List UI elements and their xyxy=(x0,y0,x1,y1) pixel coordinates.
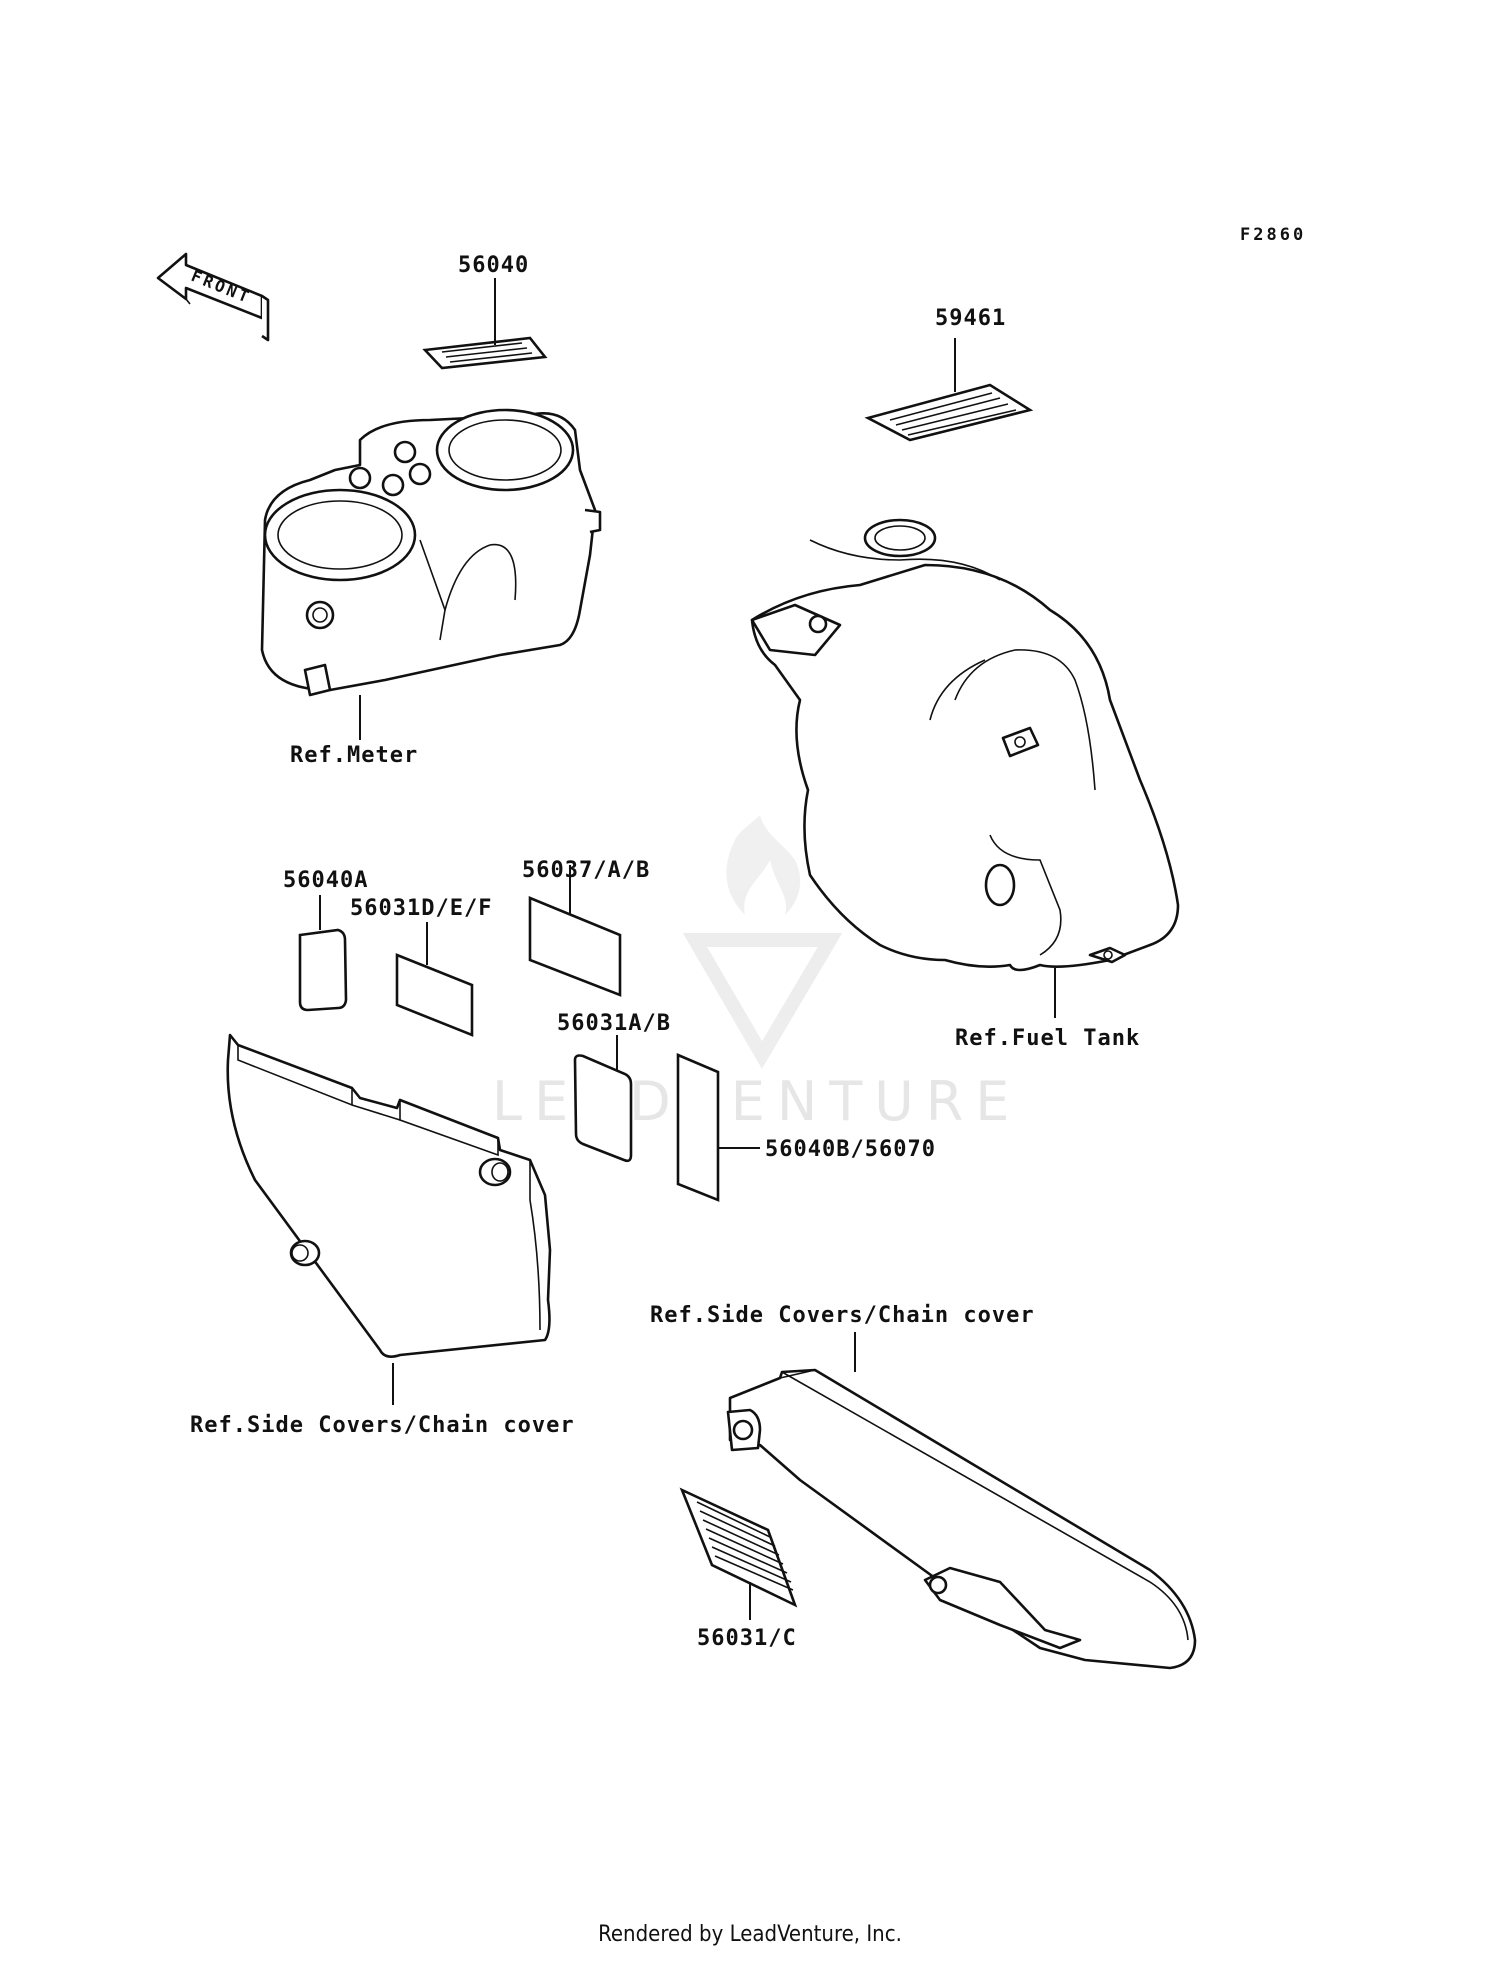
chain-cover xyxy=(726,1368,1197,1670)
fuel-tank xyxy=(750,518,1180,972)
figure-code: F2860 xyxy=(1240,225,1306,245)
meter-assembly xyxy=(260,408,602,697)
decal-56031DEF xyxy=(395,953,474,1037)
label-56040B-56070: 56040B/56070 xyxy=(765,1137,936,1162)
decal-56040 xyxy=(422,336,548,370)
decal-56037AB xyxy=(528,896,622,997)
decal-56040A xyxy=(298,928,348,1012)
label-59461: 59461 xyxy=(935,306,1006,331)
decal-56031AB xyxy=(573,1054,633,1163)
label-ref-chain-cover: Ref.Side Covers/Chain cover xyxy=(650,1303,1035,1328)
label-56040A: 56040A xyxy=(283,868,368,893)
side-cover-left xyxy=(226,1033,552,1358)
watermark-logo xyxy=(682,815,843,1069)
label-ref-meter: Ref.Meter xyxy=(290,743,418,768)
label-56031C: 56031/C xyxy=(697,1626,797,1651)
label-56031DEF: 56031D/E/F xyxy=(350,896,492,921)
label-56040: 56040 xyxy=(458,253,529,278)
watermark-text: LEADVENTURE xyxy=(492,1070,1021,1133)
label-56031AB: 56031A/B xyxy=(557,1011,671,1036)
decal-59461 xyxy=(864,383,1034,442)
front-arrow-icon: FRONT xyxy=(156,252,270,342)
decal-56040B-56070 xyxy=(676,1053,720,1202)
footer-credit: Rendered by LeadVenture, Inc. xyxy=(598,1922,902,1947)
label-ref-fuel-tank: Ref.Fuel Tank xyxy=(955,1026,1140,1051)
decal-56031C xyxy=(679,1487,798,1608)
label-ref-side-cover-left: Ref.Side Covers/Chain cover xyxy=(190,1413,575,1438)
label-56037AB: 56037/A/B xyxy=(522,858,650,883)
